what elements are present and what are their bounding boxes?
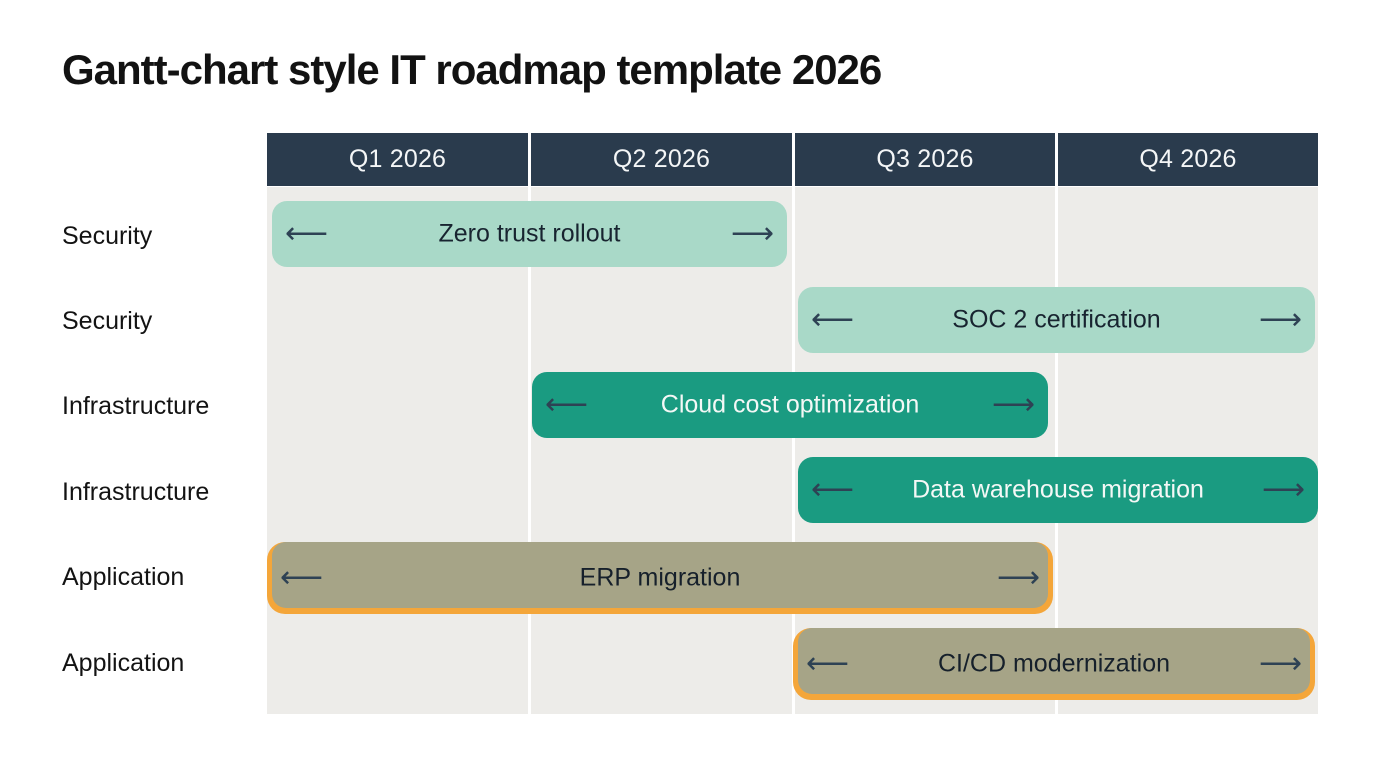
task-bar-label: SOC 2 certification xyxy=(952,305,1161,334)
arrow-left-icon: ⟵ xyxy=(545,387,589,422)
quarter-header-label: Q4 2026 xyxy=(1139,145,1237,173)
task-bar-data-warehouse-migration: ⟵ Data warehouse migration ⟶ xyxy=(798,457,1318,523)
task-bar-erp-migration: ⟵ ERP migration ⟶ xyxy=(267,542,1053,614)
task-bar-fill xyxy=(272,542,1048,608)
arrow-left-icon: ⟵ xyxy=(285,216,329,251)
row-category-label: Infrastructure xyxy=(62,392,210,420)
quarter-header-q4: Q4 2026 xyxy=(1058,133,1318,186)
quarter-column-background-q3 xyxy=(795,187,1055,714)
quarter-header-q2: Q2 2026 xyxy=(531,133,792,186)
quarter-header-label: Q1 2026 xyxy=(348,145,447,173)
arrow-right-icon: ⟶ xyxy=(996,560,1040,595)
arrow-right-icon: ⟶ xyxy=(1258,646,1302,681)
arrow-left-icon: ⟵ xyxy=(811,302,855,337)
row-category-label: Security xyxy=(62,222,153,250)
row-category-label: Application xyxy=(62,649,185,677)
task-bar-label: Zero trust rollout xyxy=(438,219,621,248)
task-bar-soc2-certification: ⟵ SOC 2 certification ⟶ xyxy=(798,287,1315,353)
quarter-column-background-q1 xyxy=(267,187,528,714)
arrow-left-icon: ⟵ xyxy=(806,646,850,681)
row-category-label: Application xyxy=(62,563,185,591)
task-bar-zero-trust-rollout: ⟵ Zero trust rollout ⟶ xyxy=(272,201,787,267)
quarter-column-background-q4 xyxy=(1058,187,1318,714)
page-title: Gantt-chart style IT roadmap template 20… xyxy=(62,46,882,93)
task-bar-label: Cloud cost optimization xyxy=(660,390,920,419)
arrow-left-icon: ⟵ xyxy=(811,472,855,507)
task-bar-label: CI/CD modernization xyxy=(937,649,1171,678)
task-bar-label: ERP migration xyxy=(579,563,741,592)
arrow-right-icon: ⟶ xyxy=(730,216,774,251)
quarter-header-q1: Q1 2026 xyxy=(267,133,528,186)
task-bar-cloud-cost-optimization: ⟵ Cloud cost optimization ⟶ xyxy=(532,372,1048,438)
task-bar-label: Data warehouse migration xyxy=(912,475,1204,504)
task-bar-fill xyxy=(798,628,1310,694)
quarter-header-q3: Q3 2026 xyxy=(795,133,1055,186)
arrow-right-icon: ⟶ xyxy=(1261,472,1305,507)
quarter-header-label: Q2 2026 xyxy=(612,145,711,173)
row-category-label: Security xyxy=(62,307,153,335)
quarter-header-label: Q3 2026 xyxy=(876,145,974,173)
task-bar-cicd-modernization: ⟵ CI/CD modernization ⟶ xyxy=(793,628,1315,700)
quarter-column-background-q2 xyxy=(531,187,792,714)
arrow-right-icon: ⟶ xyxy=(991,387,1035,422)
arrow-right-icon: ⟶ xyxy=(1258,302,1302,337)
row-category-label: Infrastructure xyxy=(62,478,210,506)
arrow-left-icon: ⟵ xyxy=(280,560,324,595)
